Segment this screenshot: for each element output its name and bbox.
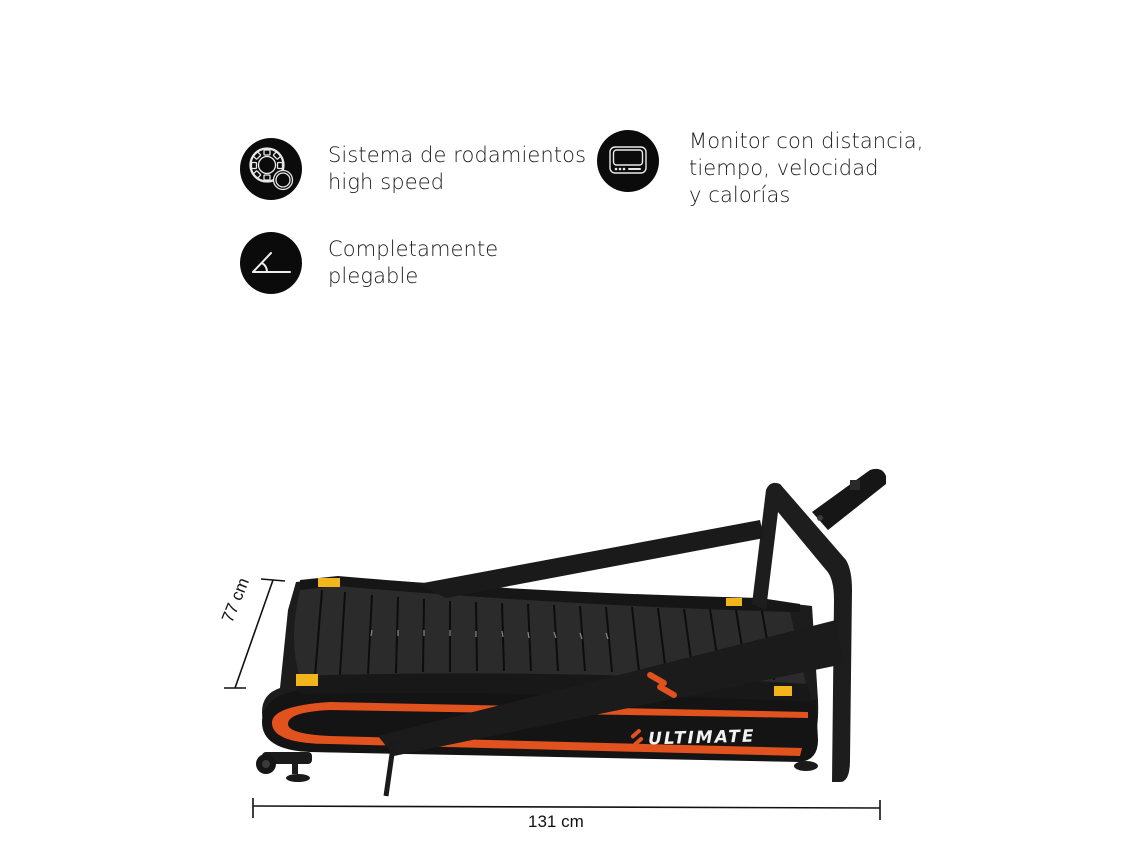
feature-folding: Completamente plegable	[240, 232, 498, 294]
feature-line: y calorías	[689, 183, 791, 207]
bearing-icon	[240, 138, 302, 200]
width-dimension-line	[252, 798, 881, 820]
height-dimension-line	[224, 578, 286, 689]
feature-line: plegable	[328, 264, 419, 288]
feature-bearings: Sistema de rodamientos high speed	[240, 138, 586, 200]
brand-logo: ULTIMATE	[630, 727, 756, 750]
brand-mark-icon	[647, 672, 677, 698]
feature-line: high speed	[328, 170, 445, 194]
feature-line: Completamente	[328, 237, 499, 261]
feature-line: tiempo, velocidad	[689, 156, 879, 180]
monitor-icon	[597, 130, 659, 192]
running-belt	[294, 584, 806, 684]
monitor-console	[812, 468, 886, 530]
warning-labels	[296, 578, 792, 696]
folding-angle-icon	[240, 232, 302, 294]
feature-label: Monitor con distancia, tiempo, velocidad…	[689, 128, 924, 209]
feature-label: Completamente plegable	[328, 236, 498, 290]
handlebar-frame	[752, 482, 852, 782]
svg-text:ULTIMATE: ULTIMATE	[648, 727, 756, 750]
side-arm	[418, 520, 764, 598]
support-arm	[378, 620, 844, 756]
width-dimension-label: 131 cm	[528, 812, 584, 831]
feature-line: Sistema de rodamientos	[328, 143, 587, 167]
rear-wheel	[256, 752, 312, 782]
feature-line: Monitor con distancia,	[689, 129, 924, 153]
feature-monitor: Monitor con distancia, tiempo, velocidad…	[597, 128, 924, 209]
feature-label: Sistema de rodamientos high speed	[328, 142, 586, 196]
